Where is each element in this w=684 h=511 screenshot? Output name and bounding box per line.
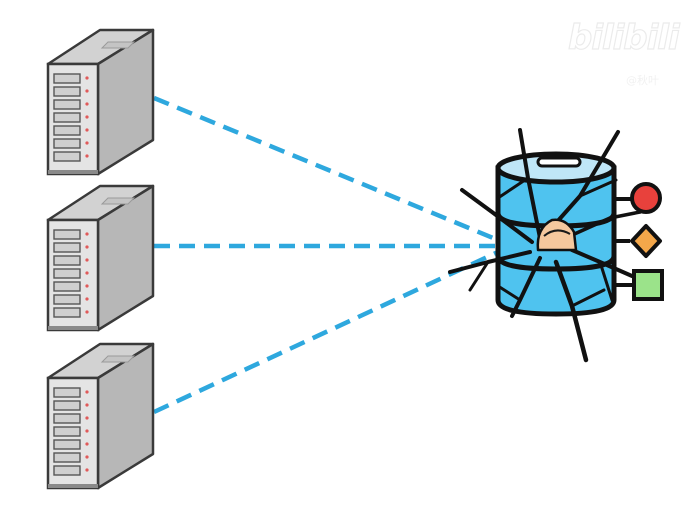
green-square-icon	[632, 269, 664, 301]
server-middle-icon	[46, 184, 155, 332]
watermark-logo: bilibili	[567, 17, 680, 58]
hacker-icon	[536, 218, 578, 252]
connection-lines	[153, 95, 499, 415]
connection-line-top	[153, 95, 499, 243]
status-markers	[614, 182, 664, 301]
orange-diamond-icon	[630, 224, 662, 258]
server-bottom-icon	[46, 342, 155, 490]
connection-line-bottom	[153, 249, 499, 415]
red-circle-icon	[630, 182, 662, 214]
cracked-database-icon	[448, 128, 642, 363]
server-top-icon	[46, 28, 155, 176]
watermark-subtext: @秋叶	[626, 74, 659, 87]
watermark: bilibili @秋叶	[560, 14, 680, 94]
